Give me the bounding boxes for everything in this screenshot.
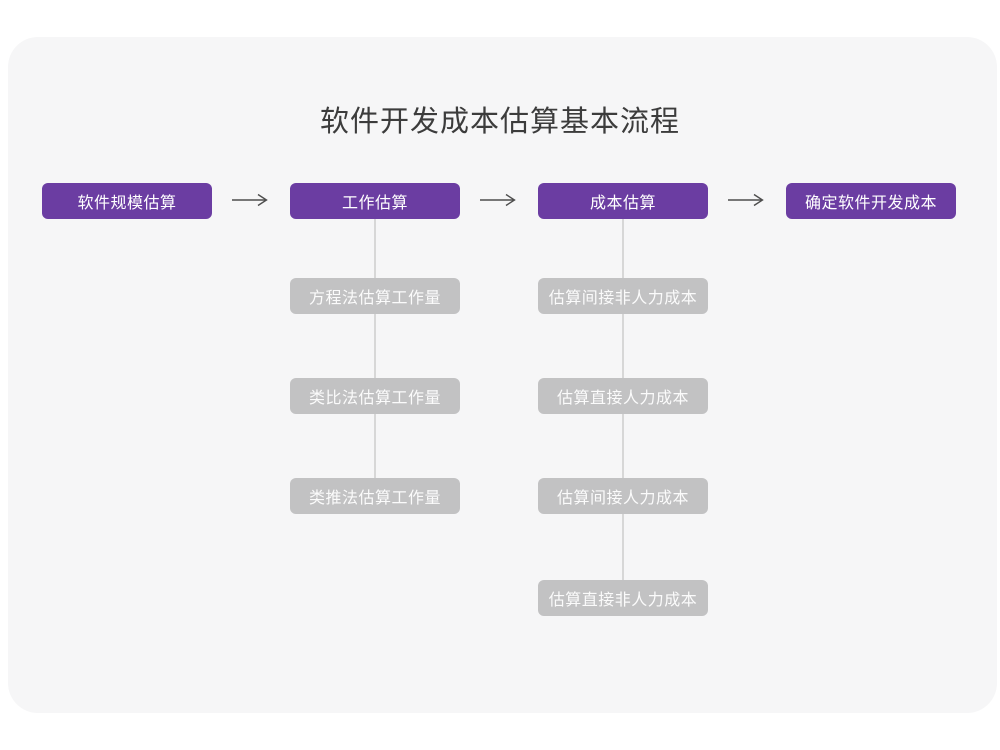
step-determine-development-cost: 确定软件开发成本 [786,183,956,219]
substep-analogy-method-effort: 类比法估算工作量 [290,378,460,414]
substep-equation-method-effort: 方程法估算工作量 [290,278,460,314]
background-card [8,37,997,713]
substep-indirect-labor-cost: 估算间接人力成本 [538,478,708,514]
substep-direct-labor-cost: 估算直接人力成本 [538,378,708,414]
substep-direct-nonlabor-cost: 估算直接非人力成本 [538,580,708,616]
step-software-size-estimation: 软件规模估算 [42,183,212,219]
step-cost-estimation: 成本估算 [538,183,708,219]
connector-line-work-estimation [374,218,376,498]
right-arrow-icon [478,193,518,207]
right-arrow-icon [230,193,270,207]
substep-extrapolation-method-effort: 类推法估算工作量 [290,478,460,514]
right-arrow-icon [726,193,766,207]
substep-indirect-nonlabor-cost: 估算间接非人力成本 [538,278,708,314]
diagram-title: 软件开发成本估算基本流程 [319,106,680,138]
step-work-estimation: 工作估算 [290,183,460,219]
